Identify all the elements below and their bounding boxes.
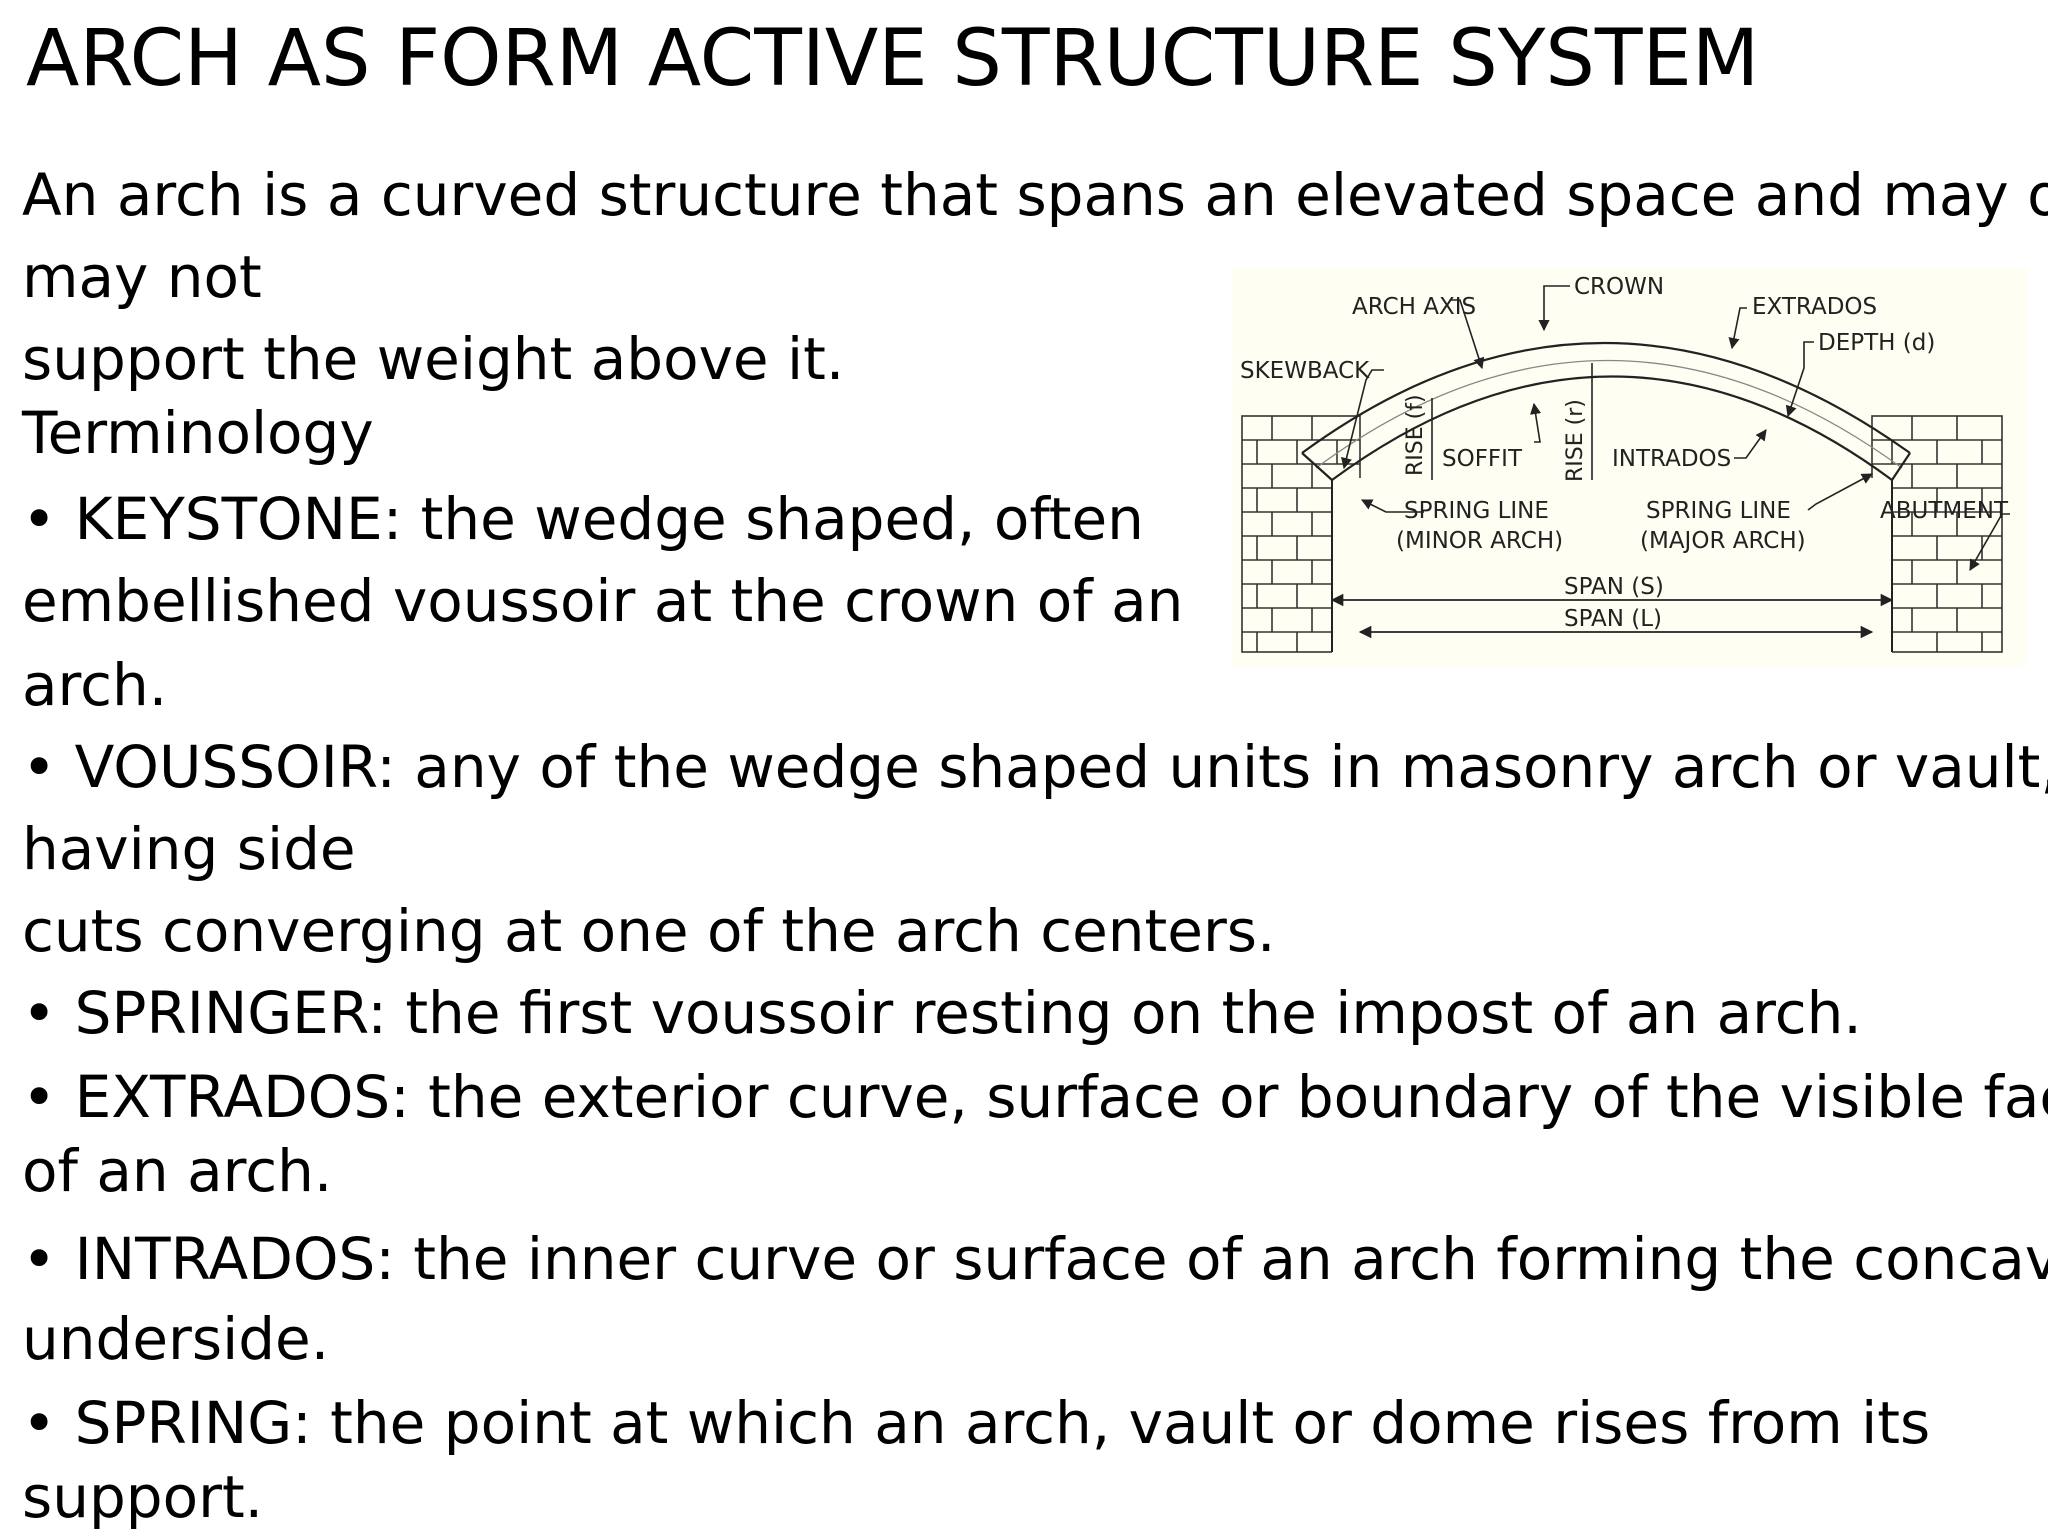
skewback-leader	[1341, 369, 1384, 470]
text-line: Terminology	[22, 399, 374, 467]
label-spring-line-minor-2: (MINOR ARCH)	[1396, 528, 1563, 554]
label-soffit: SOFFIT	[1442, 446, 1523, 472]
label-spring-line-minor-1: SPRING LINE	[1404, 498, 1549, 524]
label-rise-f: RISE (f)	[1403, 394, 1428, 476]
text-line: may not	[22, 243, 262, 311]
text-line: support.	[22, 1463, 264, 1531]
left-skewback	[1301, 452, 1333, 481]
text-line: underside.	[22, 1305, 330, 1373]
label-extrados: EXTRADOS	[1752, 294, 1877, 320]
text-line: • SPRINGER: the first voussoir resting o…	[22, 979, 1862, 1047]
label-crown: CROWN	[1574, 274, 1664, 300]
text-line: support the weight above it.	[22, 325, 845, 393]
arch-terminology-diagram: CROWN ARCH AXIS EXTRADOS DEPTH (d) SKEWB…	[1232, 268, 2027, 666]
crown-leader	[1538, 285, 1570, 332]
arch-ring	[1301, 342, 1911, 481]
label-arch-axis: ARCH AXIS	[1352, 294, 1476, 320]
intrados-leader	[1734, 429, 1767, 459]
text-line: cuts converging at one of the arch cente…	[22, 897, 1276, 965]
arch-axis-curve	[1315, 359, 1903, 469]
spring-line-minor-leader	[1360, 499, 1424, 513]
text-line: embellished voussoir at the crown of an	[22, 567, 1184, 635]
arch-axis-leader	[1450, 299, 1485, 370]
label-span-l: SPAN (L)	[1564, 606, 1662, 632]
label-skewback: SKEWBACK	[1240, 358, 1370, 384]
text-line: having side	[22, 815, 356, 883]
text-line: • EXTRADOS: the exterior curve, surface …	[22, 1063, 2048, 1131]
extrados-curve	[1301, 342, 1911, 454]
soffit-leader	[1530, 402, 1542, 443]
extrados-leader	[1728, 307, 1747, 350]
right-skewback	[1891, 452, 1911, 481]
text-line: • KEYSTONE: the wedge shaped, often	[22, 485, 1144, 553]
page-title: ARCH AS FORM ACTIVE STRUCTURE SYSTEM	[26, 14, 1760, 104]
arch-diagram-svg: CROWN ARCH AXIS EXTRADOS DEPTH (d) SKEWB…	[1240, 274, 2010, 658]
label-intrados: INTRADOS	[1612, 446, 1731, 472]
text-line: • VOUSSOIR: any of the wedge shaped unit…	[22, 733, 2048, 801]
label-spring-line-major-2: (MAJOR ARCH)	[1640, 528, 1806, 554]
label-rise-r: RISE (r)	[1563, 399, 1588, 482]
text-line: An arch is a curved structure that spans…	[22, 161, 2048, 229]
text-line: of an arch.	[22, 1137, 333, 1205]
label-depth: DEPTH (d)	[1818, 330, 1935, 356]
abutment-leader	[1969, 513, 2010, 571]
leader-lines	[1341, 285, 2010, 571]
label-span-s: SPAN (S)	[1564, 574, 1664, 600]
text-line: • SPRING: the point at which an arch, va…	[22, 1389, 1931, 1457]
label-abutment: ABUTMENT	[1880, 498, 2009, 524]
text-line: arch.	[22, 651, 168, 719]
text-line: • INTRADOS: the inner curve or surface o…	[22, 1225, 2048, 1293]
depth-leader	[1785, 341, 1814, 418]
label-spring-line-major-1: SPRING LINE	[1646, 498, 1791, 524]
spring-line-major-leader	[1807, 473, 1873, 511]
intrados-curve	[1331, 375, 1893, 481]
